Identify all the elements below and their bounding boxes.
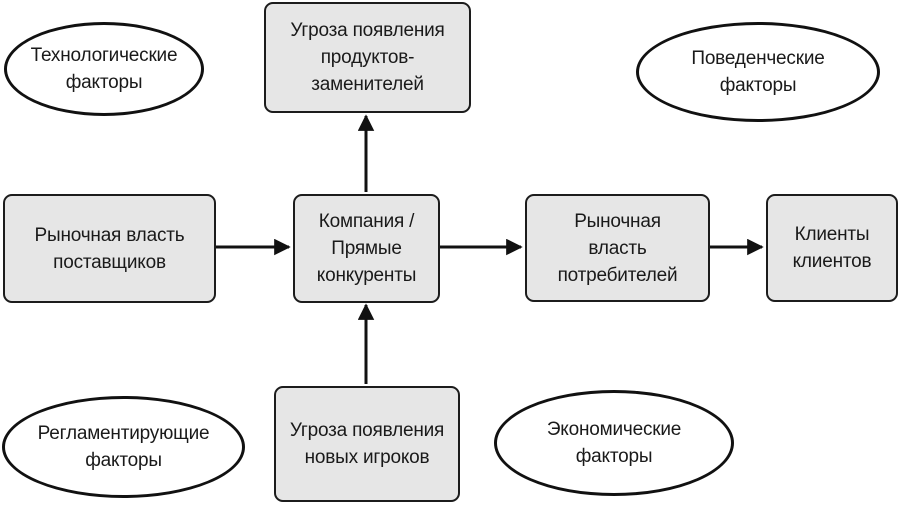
technological-factors-line-2: факторы: [65, 72, 143, 93]
new-entrants-threat-line-2: новых игроков: [304, 447, 430, 468]
clients-of-clients-line-2: клиентов: [792, 251, 872, 272]
supplier-power-line-2: поставщиков: [53, 251, 166, 273]
behavioral-factors-line-2: факторы: [719, 75, 797, 96]
clients-of-clients-line-1: Клиенты: [794, 224, 870, 245]
buyer-power-box: Рыночная власть потребителей: [525, 194, 710, 302]
buyer-power-line-1: Рыночная: [574, 210, 661, 232]
economic-factors-line-1: Экономические: [546, 419, 682, 440]
substitutes-threat-line-1: Угроза появления: [290, 20, 445, 41]
substitutes-threat-line-3: заменителей: [311, 74, 424, 95]
technological-factors-oval: Технологические факторы: [4, 22, 204, 116]
company-competitors-box: Компания / Прямые конкуренты: [293, 194, 440, 303]
regulatory-factors-oval: Регламентирующие факторы: [2, 396, 245, 498]
behavioral-factors-oval: Поведенческие факторы: [636, 22, 880, 122]
company-competitors-line-1: Компания /: [318, 211, 415, 232]
regulatory-factors-line-2: факторы: [85, 450, 162, 471]
supplier-power-box: Рыночная власть поставщиков: [3, 194, 216, 303]
technological-factors-line-1: Технологические: [30, 45, 178, 66]
supplier-power-line-1: Рыночная власть: [34, 224, 185, 246]
economic-factors-line-2: факторы: [575, 446, 653, 467]
company-competitors-line-2: Прямые: [331, 238, 402, 259]
buyer-power-line-3: потребителей: [557, 264, 678, 286]
substitutes-threat-line-2: продуктов-: [320, 47, 415, 68]
new-entrants-threat-line-1: Угроза появления: [289, 420, 445, 441]
regulatory-factors-line-1: Регламентирующие: [37, 423, 210, 444]
economic-factors-oval: Экономические факторы: [494, 390, 734, 496]
company-competitors-line-3: конкуренты: [316, 265, 417, 286]
clients-of-clients-box: Клиенты клиентов: [766, 194, 898, 302]
new-entrants-threat-box: Угроза появления новых игроков: [274, 386, 460, 502]
buyer-power-line-2: власть: [588, 237, 647, 259]
behavioral-factors-line-1: Поведенческие: [691, 48, 825, 69]
substitutes-threat-box: Угроза появления продуктов- заменителей: [264, 2, 471, 113]
